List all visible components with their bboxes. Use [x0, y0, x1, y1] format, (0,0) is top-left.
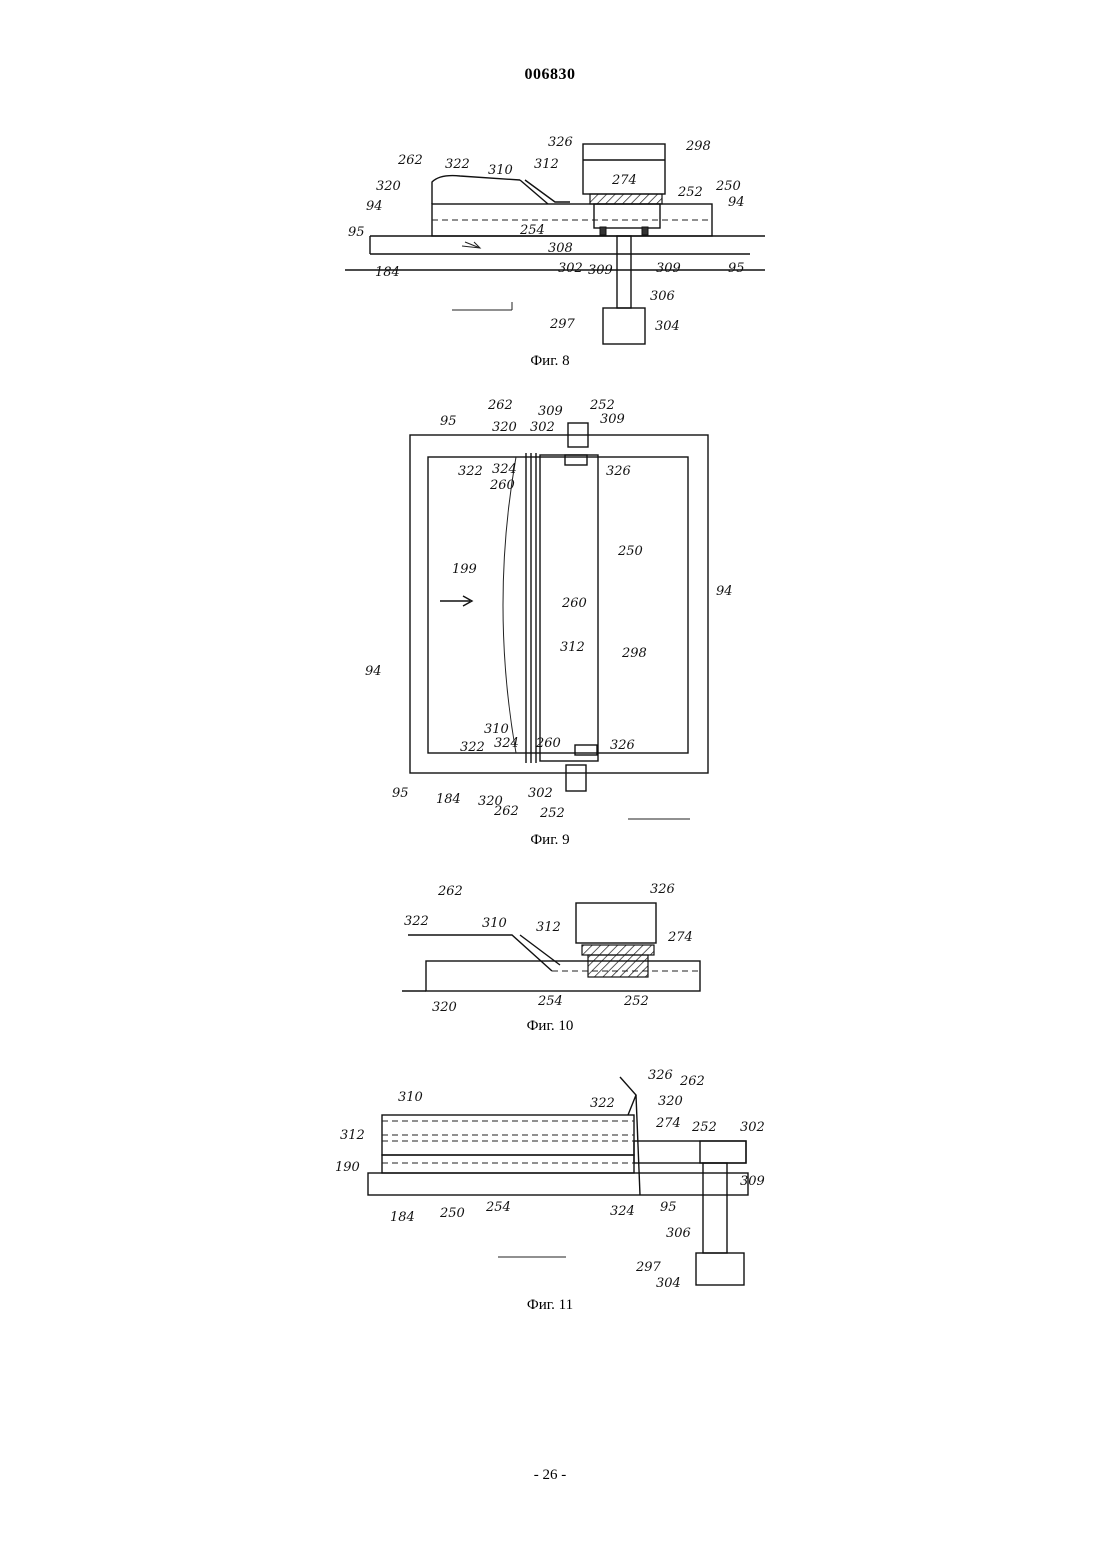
- fig11-label: 254: [485, 1200, 511, 1215]
- fig11-label: 306: [666, 1226, 691, 1241]
- fig9-label: 95: [440, 414, 457, 429]
- fig9-label: 199: [452, 562, 477, 577]
- fig9-label: 309: [538, 404, 563, 419]
- fig11-label: 320: [658, 1094, 683, 1109]
- fig8-label: 94: [366, 199, 383, 214]
- fig9-label: 94: [365, 664, 382, 679]
- figure-8-drawing: 326 298 262 322 310 312 274 252 250 320 …: [0, 130, 1100, 355]
- fig11-label: 262: [679, 1074, 705, 1089]
- fig11-label: 309: [740, 1174, 765, 1189]
- fig11-label: 326: [648, 1068, 673, 1083]
- figure-11-caption: Фиг. 11: [0, 1297, 1100, 1314]
- fig10-label: 312: [536, 920, 561, 935]
- fig11-label: 274: [655, 1116, 681, 1131]
- fig8-label: 304: [655, 319, 680, 334]
- fig8-label: 309: [656, 261, 681, 276]
- fig9-label: 310: [484, 722, 509, 737]
- fig10-label: 322: [404, 914, 429, 929]
- fig8-label: 310: [488, 163, 513, 178]
- fig9-label: 324: [494, 736, 519, 751]
- figure-9-drawing: 262 252 309 309 95 320 302 322 324 260 3…: [0, 395, 1100, 830]
- fig11-label: 322: [590, 1096, 615, 1111]
- fig9-label: 262: [493, 804, 519, 819]
- fig8-label: 298: [685, 139, 711, 154]
- fig9-label: 260: [535, 736, 561, 751]
- fig8-label: 252: [677, 185, 703, 200]
- fig8-label: 322: [445, 157, 470, 172]
- fig11-label: 190: [335, 1160, 360, 1175]
- fig8-label: 306: [650, 289, 675, 304]
- fig8-label: 254: [519, 223, 545, 238]
- fig9-label: 260: [561, 596, 587, 611]
- fig8-label: 95: [348, 225, 365, 240]
- figure-10-drawing: 262 326 322 310 312 274 320 254 252: [0, 875, 1100, 1015]
- fig11-label: 304: [656, 1276, 681, 1291]
- fig10-label: 310: [482, 916, 507, 931]
- fig9-label: 322: [458, 464, 483, 479]
- fig9-label: 298: [621, 646, 647, 661]
- fig11-label: 310: [398, 1090, 423, 1105]
- fig10-label: 320: [432, 1000, 457, 1015]
- fig9-label: 326: [606, 464, 631, 479]
- fig10-label: 254: [537, 994, 563, 1009]
- fig8-label: 184: [375, 265, 400, 280]
- fig9-label: 252: [589, 398, 615, 413]
- fig9-label: 95: [392, 786, 409, 801]
- fig9-label: 324: [492, 462, 517, 477]
- fig8-label: 95: [728, 261, 745, 276]
- fig11-label: 302: [740, 1120, 765, 1135]
- figure-8-caption: Фиг. 8: [0, 353, 1100, 370]
- fig9-label: 309: [600, 412, 625, 427]
- fig9-label: 262: [487, 398, 513, 413]
- fig9-label: 252: [539, 806, 565, 821]
- fig8-label: 262: [397, 153, 423, 168]
- fig8-label: 302: [558, 261, 583, 276]
- fig9-label: 302: [530, 420, 555, 435]
- figure-9-caption: Фиг. 9: [0, 832, 1100, 849]
- fig9-label: 184: [436, 792, 461, 807]
- fig9-label: 320: [492, 420, 517, 435]
- fig10-label: 252: [623, 994, 649, 1009]
- fig11-label: 184: [390, 1210, 415, 1225]
- fig10-label: 326: [650, 882, 675, 897]
- fig8-label: 326: [548, 135, 573, 150]
- fig9-label: 94: [716, 584, 733, 599]
- page-number: - 26 -: [0, 1467, 1100, 1484]
- fig11-label: 324: [610, 1204, 635, 1219]
- document-number: 006830: [0, 66, 1100, 84]
- fig9-label: 260: [489, 478, 515, 493]
- fig9-label: 250: [617, 544, 643, 559]
- fig10-label: 262: [437, 884, 463, 899]
- fig8-label: 312: [534, 157, 559, 172]
- fig9-label: 302: [528, 786, 553, 801]
- fig8-label: 309: [588, 263, 613, 278]
- fig9-label: 322: [460, 740, 485, 755]
- fig8-label: 308: [548, 241, 573, 256]
- fig11-label: 95: [660, 1200, 677, 1215]
- figure-10-caption: Фиг. 10: [0, 1018, 1100, 1035]
- fig8-label: 297: [549, 317, 576, 332]
- fig11-label: 250: [439, 1206, 465, 1221]
- fig8-label: 94: [728, 195, 745, 210]
- fig11-label: 252: [691, 1120, 717, 1135]
- fig11-label: 312: [340, 1128, 365, 1143]
- fig11-label: 297: [635, 1260, 662, 1275]
- fig9-label: 312: [560, 640, 585, 655]
- fig8-label: 274: [611, 173, 637, 188]
- figure-11-drawing: 326 262 322 320 310 274 252 302 312 190 …: [0, 1065, 1100, 1290]
- fig10-label: 274: [667, 930, 693, 945]
- fig8-label: 320: [376, 179, 401, 194]
- fig9-label: 326: [610, 738, 635, 753]
- fig8-label: 250: [715, 179, 741, 194]
